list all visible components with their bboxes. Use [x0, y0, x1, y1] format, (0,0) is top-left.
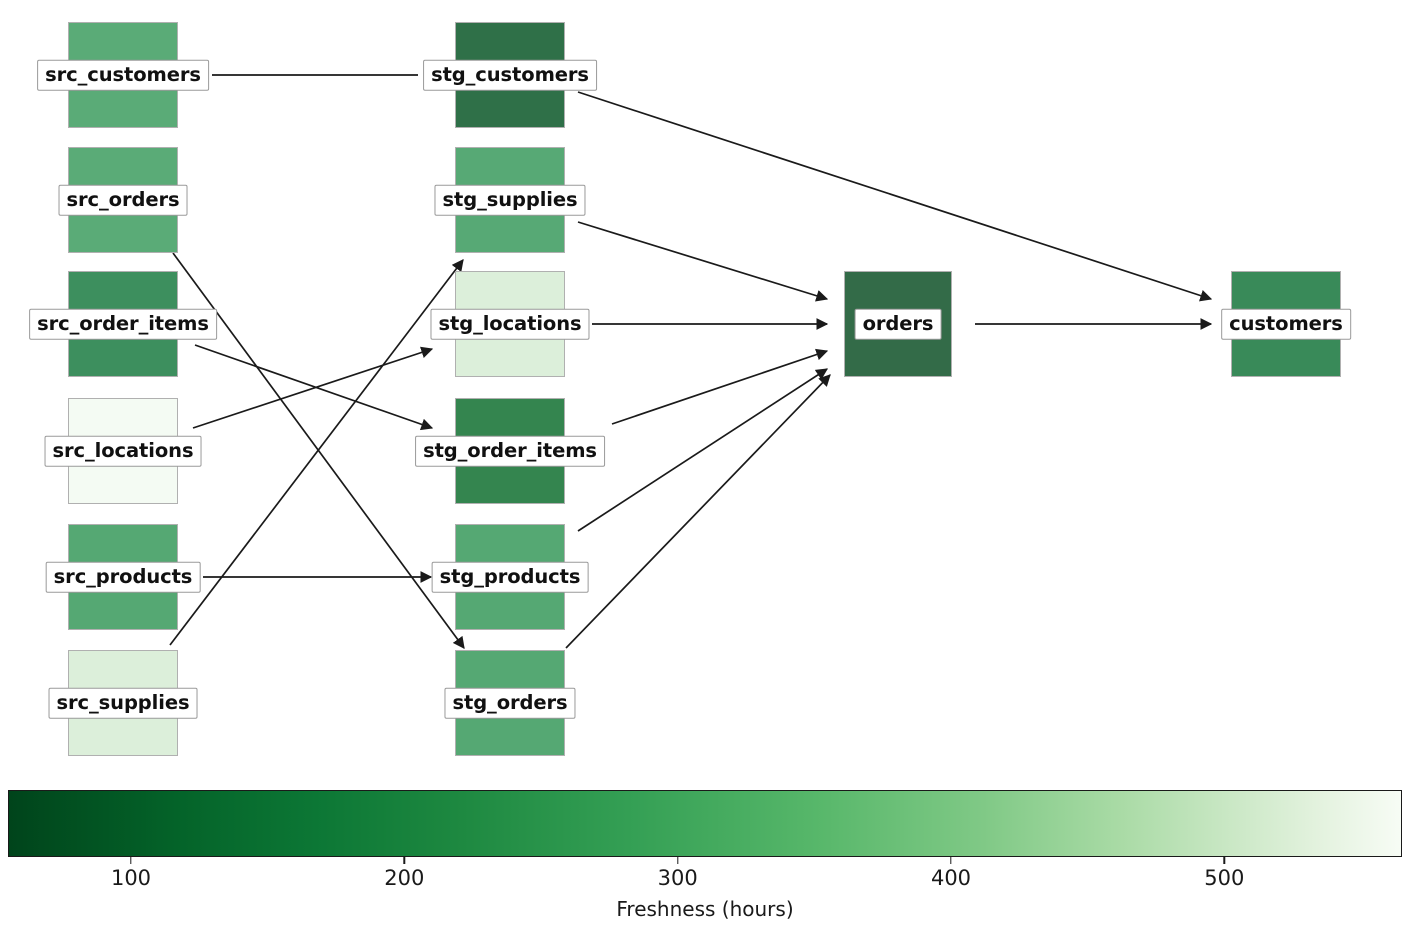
colorbar-label: Freshness (hours) — [616, 897, 794, 921]
edge-layer — [169, 74, 1213, 649]
node-label-stg_orders[interactable]: stg_orders — [444, 687, 576, 719]
colorbar-tick-300 — [676, 857, 679, 864]
colorbar-tick-200 — [403, 857, 406, 864]
node-label-stg_products[interactable]: stg_products — [431, 561, 589, 593]
colorbar-ticklabel-400: 400 — [930, 866, 972, 890]
node-label-stg_supplies[interactable]: stg_supplies — [434, 184, 586, 216]
node-label-src_orders[interactable]: src_orders — [58, 184, 188, 216]
node-label-stg_order_items[interactable]: stg_order_items — [415, 435, 605, 467]
node-label-stg_customers[interactable]: stg_customers — [423, 59, 597, 91]
node-label-orders[interactable]: orders — [854, 308, 942, 340]
edge-stg_order_items-orders — [611, 348, 829, 425]
colorbar-tick-400 — [950, 857, 952, 864]
node-label-customers[interactable]: customers — [1221, 308, 1351, 340]
edge-src_order_items-stg_order_items — [194, 344, 434, 431]
node-label-src_order_items[interactable]: src_order_items — [29, 308, 217, 340]
edge-src_locations-stg_locations — [192, 346, 434, 429]
node-label-src_customers[interactable]: src_customers — [37, 59, 209, 91]
node-label-src_supplies[interactable]: src_supplies — [48, 687, 198, 719]
edge-stg_supplies-orders — [577, 221, 829, 302]
edge-src_supplies-stg_locations — [169, 259, 464, 646]
edge-stg_products-orders — [577, 368, 828, 532]
node-label-stg_locations[interactable]: stg_locations — [430, 308, 590, 340]
colorbar-ticklabel-300: 300 — [657, 866, 698, 890]
colorbar-ticklabel-500: 500 — [1204, 866, 1245, 890]
colorbar: 100 200 300 400 500 Freshness (hours) — [0, 780, 1410, 926]
edge-stg_customers-customers — [577, 91, 1213, 302]
colorbar-gradient — [8, 790, 1402, 857]
edge-stg_orders-orders — [565, 374, 831, 649]
node-label-src_locations[interactable]: src_locations — [44, 435, 202, 467]
node-label-src_products[interactable]: src_products — [45, 561, 201, 593]
colorbar-tick-500 — [1223, 857, 1226, 864]
colorbar-tick-100 — [130, 857, 132, 864]
colorbar-ticklabel-100: 100 — [110, 866, 152, 890]
colorbar-ticklabel-200: 200 — [384, 866, 425, 890]
